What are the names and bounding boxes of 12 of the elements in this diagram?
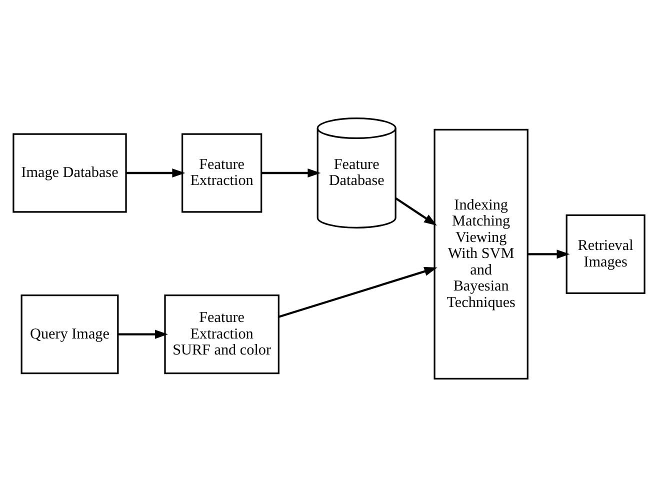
node-box: Image Database xyxy=(12,133,127,213)
node-box: Feature Extraction xyxy=(182,133,262,213)
arrow xyxy=(118,330,168,339)
node-box: Indexing Matching Viewing With SVM and Bayesian Techniques xyxy=(434,128,528,380)
arrow xyxy=(278,267,438,318)
node-box: Feature Extraction SURF and color xyxy=(164,294,280,374)
node-box: Query Image xyxy=(20,294,119,374)
arrow xyxy=(395,197,437,226)
node-box: Retrieval Images xyxy=(566,214,646,294)
arrow xyxy=(528,250,570,259)
arrow xyxy=(126,168,186,178)
arrow xyxy=(262,168,321,178)
